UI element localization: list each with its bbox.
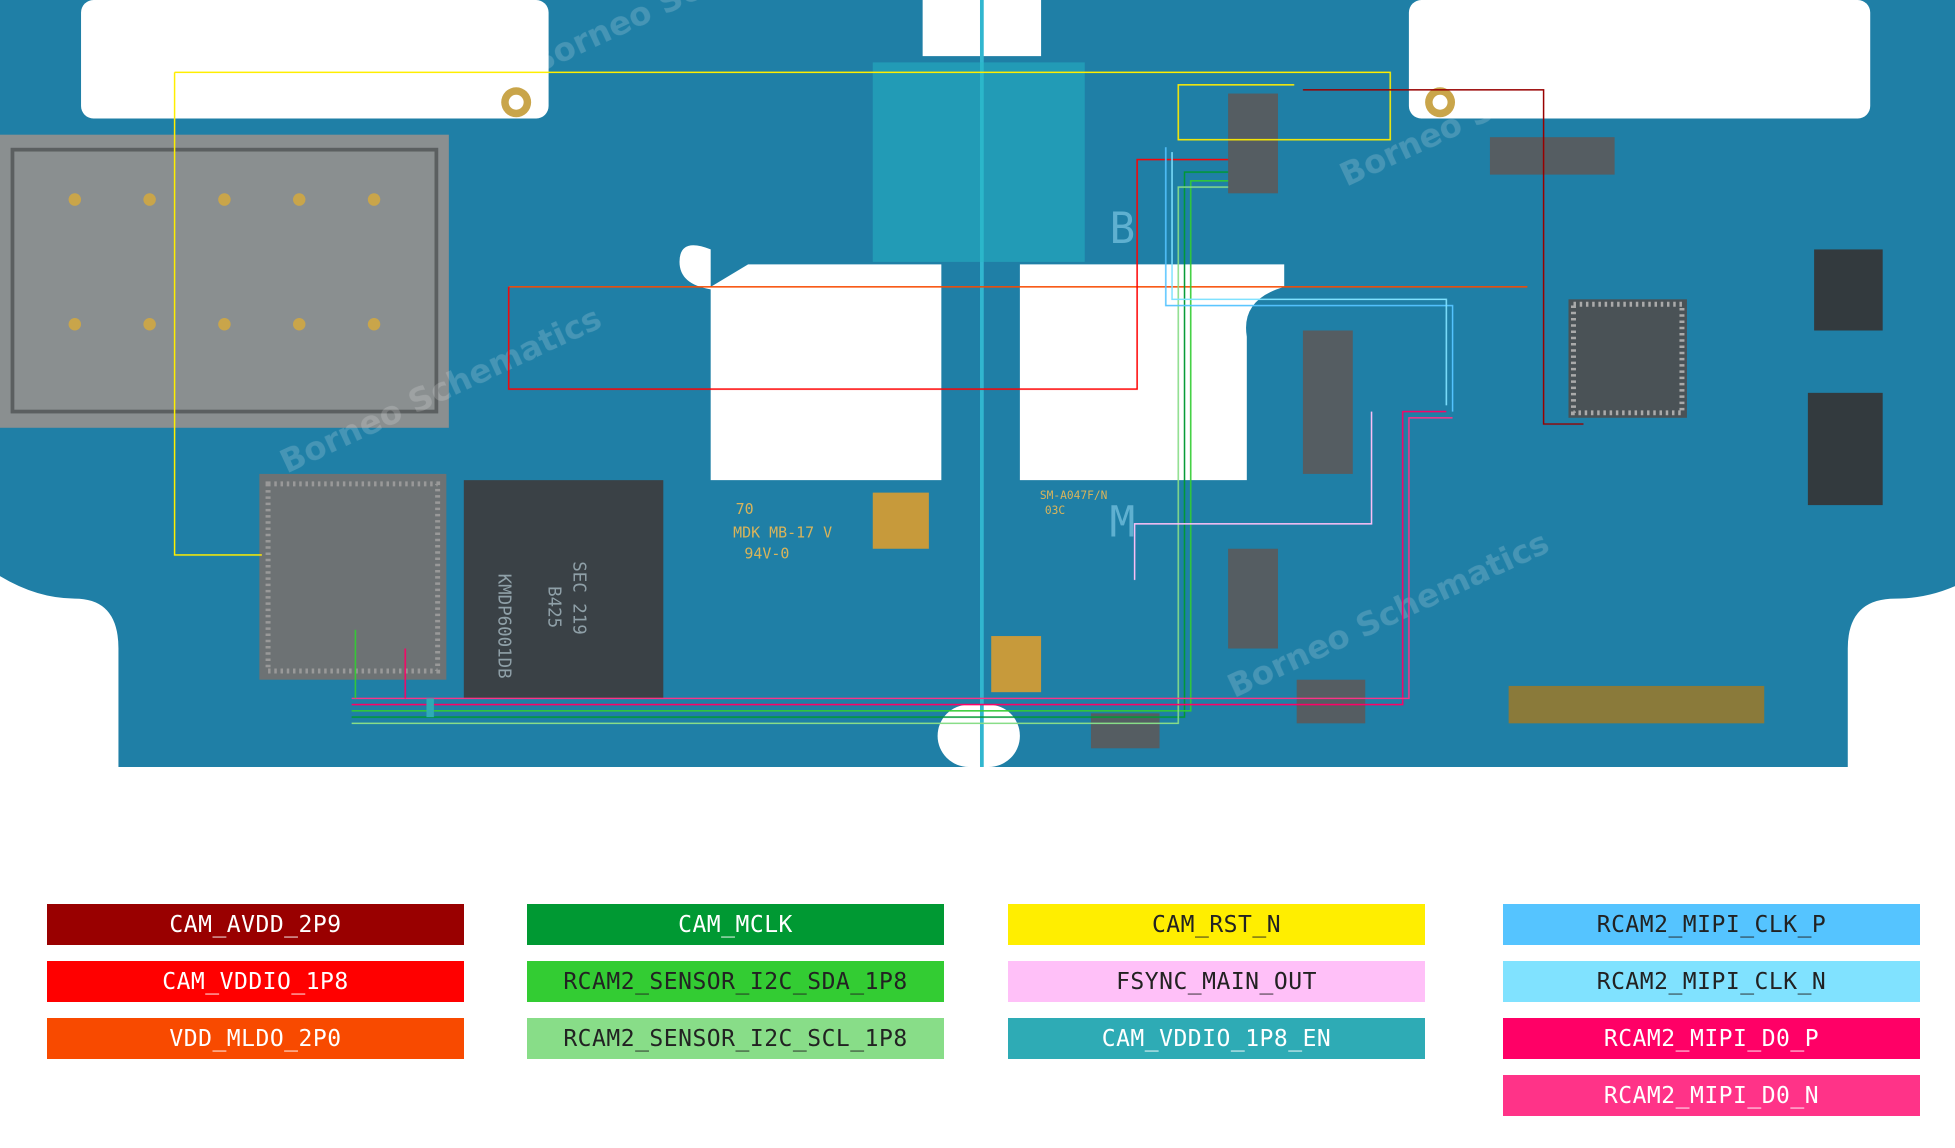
legend-label: CAM_MCLK bbox=[678, 911, 793, 938]
legend-label: CAM_VDDIO_1P8 bbox=[162, 968, 349, 995]
ic-components bbox=[259, 87, 1883, 749]
svg-text:03C: 03C bbox=[1045, 504, 1065, 517]
legend-rcam2-mipi-clk-n: RCAM2_MIPI_CLK_N bbox=[1503, 961, 1920, 1002]
legend-rcam2-mipi-d0-n: RCAM2_MIPI_D0_N bbox=[1503, 1075, 1920, 1116]
legend-label: CAM_AVDD_2P9 bbox=[169, 911, 342, 938]
legend-vdd-mldo-2p0: VDD_MLDO_2P0 bbox=[47, 1018, 464, 1059]
legend-cam-rst-n: CAM_RST_N bbox=[1008, 904, 1425, 945]
legend-cam-mclk: CAM_MCLK bbox=[527, 904, 944, 945]
legend-rcam2-mipi-clk-p: RCAM2_MIPI_CLK_P bbox=[1503, 904, 1920, 945]
svg-text:B425: B425 bbox=[544, 586, 564, 628]
signal-traces bbox=[173, 71, 1584, 725]
legend-label: RCAM2_SENSOR_I2C_SCL_1P8 bbox=[563, 1025, 908, 1052]
legend-rcam2-sensor-i2c-sda: RCAM2_SENSOR_I2C_SDA_1P8 bbox=[527, 961, 944, 1002]
legend-label: FSYNC_MAIN_OUT bbox=[1116, 968, 1317, 995]
legend-label: RCAM2_MIPI_CLK_N bbox=[1596, 968, 1827, 995]
legend-label: RCAM2_MIPI_CLK_P bbox=[1596, 911, 1827, 938]
legend-cam-avdd-2p9: CAM_AVDD_2P9 bbox=[47, 904, 464, 945]
pcb-board-diagram: 70 MDK MB-17 V 94V-0 SM-A047F/N 03C B M … bbox=[0, 0, 1955, 767]
legend-rcam2-sensor-i2c-scl: RCAM2_SENSOR_I2C_SCL_1P8 bbox=[527, 1018, 944, 1059]
legend-label: CAM_VDDIO_1P8_EN bbox=[1101, 1025, 1332, 1052]
svg-text:KMDP6001DB: KMDP6001DB bbox=[494, 574, 514, 679]
svg-text:B: B bbox=[1110, 204, 1136, 253]
legend-fsync-main-out: FSYNC_MAIN_OUT bbox=[1008, 961, 1425, 1002]
sim-tray bbox=[0, 134, 449, 428]
svg-text:94V-0: 94V-0 bbox=[744, 545, 789, 563]
legend-cam-vddio-1p8-en: CAM_VDDIO_1P8_EN bbox=[1008, 1018, 1425, 1059]
legend-label: RCAM2_SENSOR_I2C_SDA_1P8 bbox=[563, 968, 908, 995]
svg-text:70: 70 bbox=[736, 500, 754, 518]
svg-text:M: M bbox=[1110, 497, 1136, 546]
svg-text:MDK MB-17 V: MDK MB-17 V bbox=[733, 524, 832, 542]
legend-label: RCAM2_MIPI_D0_P bbox=[1603, 1025, 1820, 1052]
legend-label: VDD_MLDO_2P0 bbox=[169, 1025, 342, 1052]
legend-label: CAM_RST_N bbox=[1151, 911, 1282, 938]
svg-text:SM-A047F/N: SM-A047F/N bbox=[1040, 489, 1108, 502]
legend-cam-vddio-1p8: CAM_VDDIO_1P8 bbox=[47, 961, 464, 1002]
legend-rcam2-mipi-d0-p: RCAM2_MIPI_D0_P bbox=[1503, 1018, 1920, 1059]
silkscreen-text: 70 MDK MB-17 V 94V-0 SM-A047F/N 03C B M … bbox=[494, 204, 1135, 679]
legend-label: RCAM2_MIPI_D0_N bbox=[1603, 1082, 1820, 1109]
svg-text:SEC 219: SEC 219 bbox=[569, 561, 589, 635]
